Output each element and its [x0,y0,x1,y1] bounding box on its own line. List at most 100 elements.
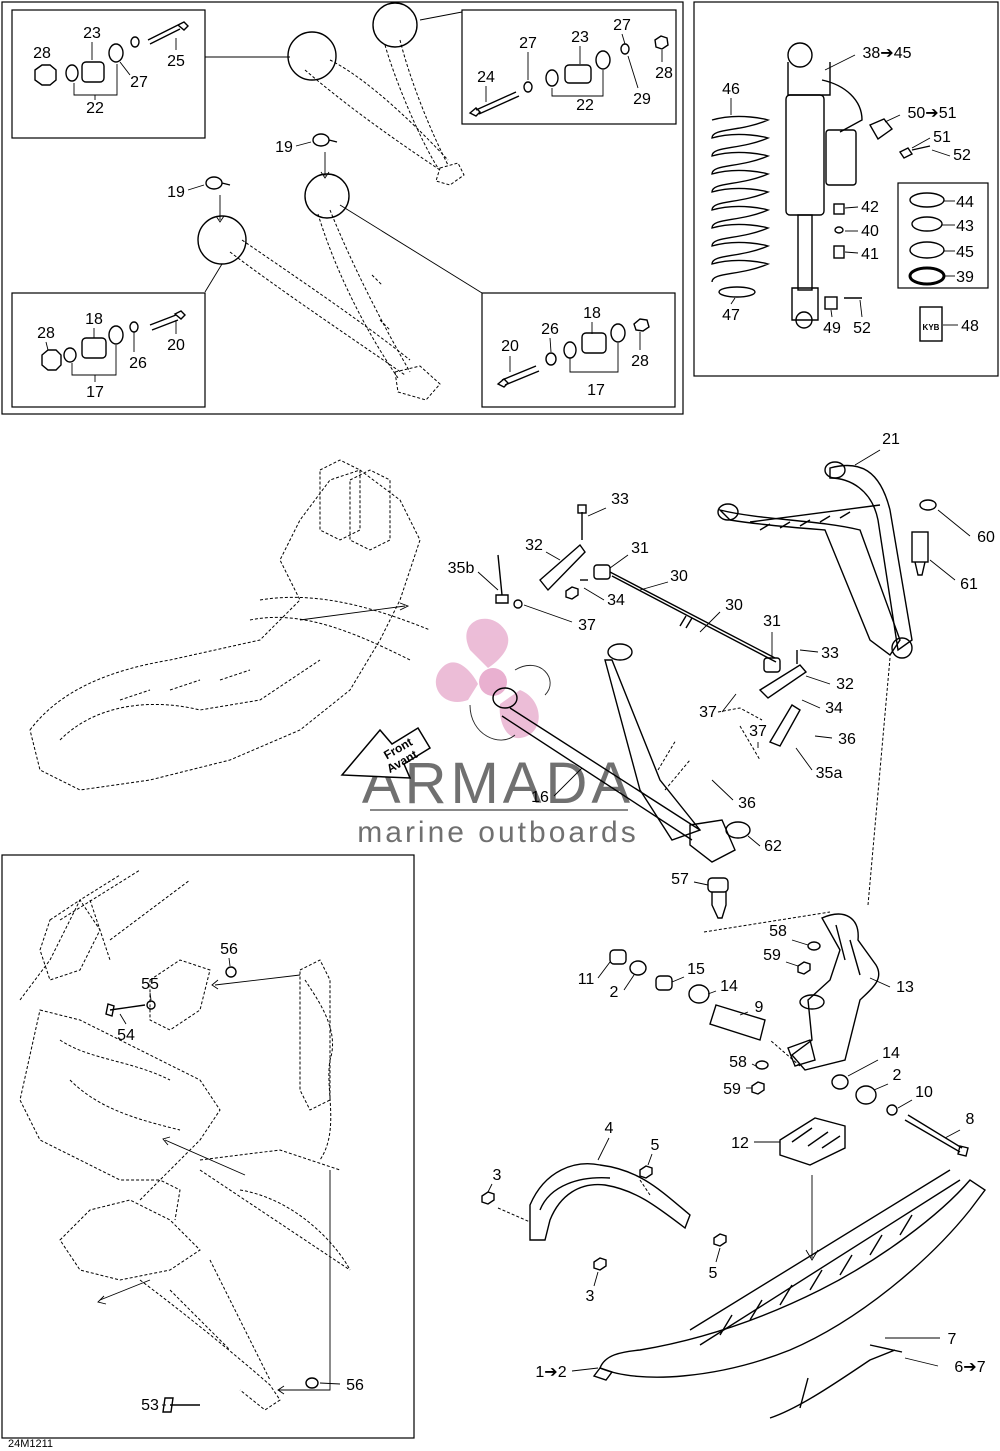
chassis-pointer-arrow [299,602,410,621]
carbide-runner-6-7 [769,1344,903,1419]
callout-33-mid: 33 [821,645,839,662]
callout-6-7: 6➔7 [954,1359,985,1376]
frame-pointer-lines [99,974,331,1391]
callout-2-left: 2 [610,984,619,1001]
callout-55: 55 [141,976,159,993]
callout-48: 48 [961,318,979,335]
callout-31-top: 31 [631,540,649,557]
callout-52-top: 52 [953,147,971,164]
upper-arm-panel [1,1,684,415]
assembly-lines-spindle [703,657,891,1067]
callout-2-right: 2 [893,1067,902,1084]
callout-17-bottom-left: 17 [86,384,104,401]
callout-53: 53 [141,1397,159,1414]
watermark-logo [435,618,551,741]
callout-36-mid: 36 [838,731,856,748]
callout-18-bottom-left: 18 [85,311,103,328]
callout-58-top: 58 [769,923,787,940]
callout-45: 45 [956,244,974,261]
spindle-13 [787,913,880,1071]
callout-22-top-right: 22 [576,97,594,114]
callout-27-top-right-b: 27 [519,35,537,52]
callout-8: 8 [966,1111,975,1128]
callout-31-mid: 31 [763,613,781,630]
callout-52-bottom: 52 [853,320,871,337]
callout-10: 10 [915,1084,933,1101]
callout-26-bottom-left: 26 [129,355,147,372]
callout-20-bottom-right: 20 [501,338,519,355]
callout-24-top-right: 24 [477,69,495,86]
callout-41: 41 [861,246,879,263]
callout-60: 60 [977,529,995,546]
callout-34-top: 34 [607,592,625,609]
callout-30-top: 30 [670,568,688,585]
callout-61: 61 [960,576,978,593]
callout-22-top-left: 22 [86,100,104,117]
callout-51: 51 [933,129,951,146]
front-direction-arrow [340,726,432,779]
upper-arm-inset-right [461,9,677,125]
callout-59-low: 59 [723,1081,741,1098]
spring-46 [711,115,771,283]
ball-joint-57 [707,877,729,919]
callout-56-bottom: 56 [346,1377,364,1394]
callout-44: 44 [956,194,974,211]
callout-23-top-left: 23 [83,25,101,42]
lower-arm-upper-panel-drawing [197,173,441,401]
callout-30-mid: 30 [725,597,743,614]
chassis-overview-drawing [29,459,431,791]
frame-mount-drawing [19,869,351,1411]
callout-14-left: 14 [720,978,738,995]
callout-17-bottom-right: 17 [587,382,605,399]
bushing-stack-lower-right [496,318,650,388]
kyb-logo: KYB [923,323,940,332]
bushing-stack-upper-left [34,21,189,86]
callout-50-51: 50➔51 [908,105,957,122]
callout-37-mid-b: 37 [749,723,767,740]
callout-27-top-left: 27 [130,74,148,91]
callout-16: 16 [531,789,549,806]
callout-5-top: 5 [651,1137,660,1154]
callout-37-top: 37 [578,617,596,634]
callout-9: 9 [755,999,764,1016]
washer-19b [312,133,338,147]
callout-28-top-left: 28 [33,45,51,62]
seal-kit [897,182,989,289]
bushing-stack-upper-right [468,35,669,117]
callout-19-right: 19 [275,139,293,156]
spring-seat-47 [718,286,756,298]
upper-a-arm-21 [717,461,913,659]
callout-28-bottom-left: 28 [37,325,55,342]
upper-arm-inset-left [11,9,206,139]
callout-29-top-right: 29 [633,91,651,108]
ski-handle-4 [529,1163,691,1241]
callout-38-45: 38➔45 [863,45,912,62]
callout-11: 11 [578,971,595,988]
callout-12: 12 [731,1135,749,1152]
callout-32-mid: 32 [836,676,854,693]
callout-27-top-right-a: 27 [613,17,631,34]
ski-pointer-arrow [805,1175,819,1261]
callout-39: 39 [956,269,974,286]
callout-5-bottom: 5 [709,1265,718,1282]
dashed-link-hint [717,707,763,761]
watermark-tagline: marine outboards [357,816,638,849]
callout-26-bottom-right: 26 [541,321,559,338]
bushing-stack-lower-left [41,310,186,371]
callout-42: 42 [861,199,879,216]
callout-28-bottom-right: 28 [631,353,649,370]
callout-18-bottom-right: 18 [583,305,601,322]
callout-25-top-left: 25 [167,53,185,70]
callout-58-low: 58 [729,1054,747,1071]
lower-a-arm-16 [492,643,736,863]
retaining-ring-62 [725,821,751,839]
ski-pad-12 [779,1117,846,1166]
callout-47: 47 [722,307,740,324]
callout-36-low: 36 [738,795,756,812]
ski-handle-screws [481,1165,727,1271]
callout-3-bottom: 3 [586,1288,595,1305]
small-parts-shock [824,145,943,342]
callout-33-top: 33 [611,491,629,508]
lower-arm-inset-right [481,292,676,408]
